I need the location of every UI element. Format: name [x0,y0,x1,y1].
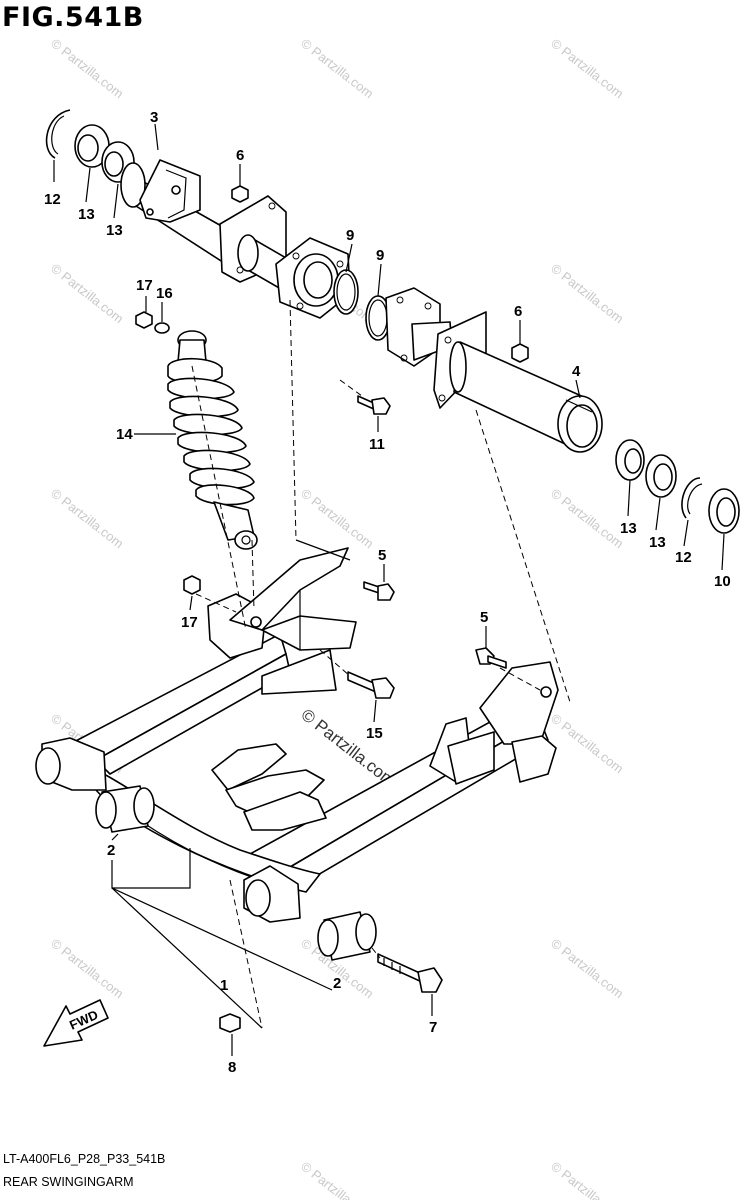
circlip-left [45,109,71,159]
watermark: © Partzilla.com [298,486,376,552]
watermark: © Partzilla.com [48,486,126,552]
shock-absorber [167,330,258,550]
watermark: © Partzilla.com [48,261,126,327]
bearing-left-outer [74,124,110,168]
callout-13: 13 [649,534,666,551]
watermark: © Partzilla.com [548,486,626,552]
nut-8 [219,1013,241,1033]
watermark: © Partzilla.com [548,711,626,777]
callout-6: 6 [236,147,244,164]
callout-12: 12 [44,191,61,208]
callout-8: 8 [228,1059,236,1076]
watermark: © Partzilla.com [548,36,626,102]
figure-title: FIG.541B [2,2,144,33]
nut-17-lower [183,575,201,595]
callout-17: 17 [181,614,198,631]
watermark: © Partzilla.com [48,936,126,1002]
bearing-right-outer [645,454,677,498]
nut-17-top [135,311,153,329]
callout-3: 3 [150,109,158,126]
bearing-right-inner [615,439,645,481]
o-ring-left [333,269,359,315]
callout-6: 6 [514,303,522,320]
callout-13: 13 [78,206,95,223]
bolt-5-upper [363,581,395,601]
bolt-7 [377,953,443,993]
callout-ticks [53,123,725,1056]
callout-12: 12 [675,549,692,566]
callout-13: 13 [106,222,123,239]
watermark-layer: © Partzilla.com © Partzilla.com © Partzi… [48,36,626,1200]
washer-16 [154,322,170,334]
nut-6-left [231,185,249,203]
callout-15: 15 [366,725,383,742]
watermark: © Partzilla.com [298,36,376,102]
swingarm-frame [35,547,559,923]
circlip-right [681,477,703,519]
watermark: © Partzilla.com [548,936,626,1002]
bolt-5-lower [475,647,507,669]
callout-5: 5 [480,609,488,626]
callout-1: 1 [220,977,228,994]
shaft-4 [433,311,603,453]
bolt-11 [357,395,391,415]
callout-14: 14 [116,426,133,443]
footer-part-code: LT-A400FL6_P28_P33_541B [3,1152,166,1166]
footer-section-name: REAR SWINGINGARM [3,1175,134,1189]
fwd-arrow: FWD [43,999,109,1047]
seal-10 [708,488,740,534]
callout-16: 16 [156,285,173,302]
callout-labels: 1 2 2 3 4 5 5 6 6 7 8 9 9 10 11 12 12 13… [44,109,731,1076]
callout-13: 13 [620,520,637,537]
watermark: © Partzilla.com [298,1159,376,1200]
leader-lines [111,299,571,1029]
callout-2: 2 [107,842,115,859]
bushing-2-right [317,911,377,961]
watermark: © Partzilla.com [548,1159,626,1200]
callout-9: 9 [346,227,354,244]
shaft-housing-left-end [275,237,351,319]
bushing-2-left [95,785,155,833]
callout-2: 2 [333,975,341,992]
callout-7: 7 [429,1019,437,1036]
shaft-left-sleeve [120,159,233,269]
callout-10: 10 [714,573,731,590]
callout-5: 5 [378,547,386,564]
callout-9: 9 [376,247,384,264]
nut-6-right [511,343,529,363]
callout-17: 17 [136,277,153,294]
callout-11: 11 [369,436,385,453]
watermark: © Partzilla.com [548,261,626,327]
watermark: © Partzilla.com [48,36,126,102]
callout-4: 4 [572,363,581,380]
bolt-15 [347,671,395,699]
